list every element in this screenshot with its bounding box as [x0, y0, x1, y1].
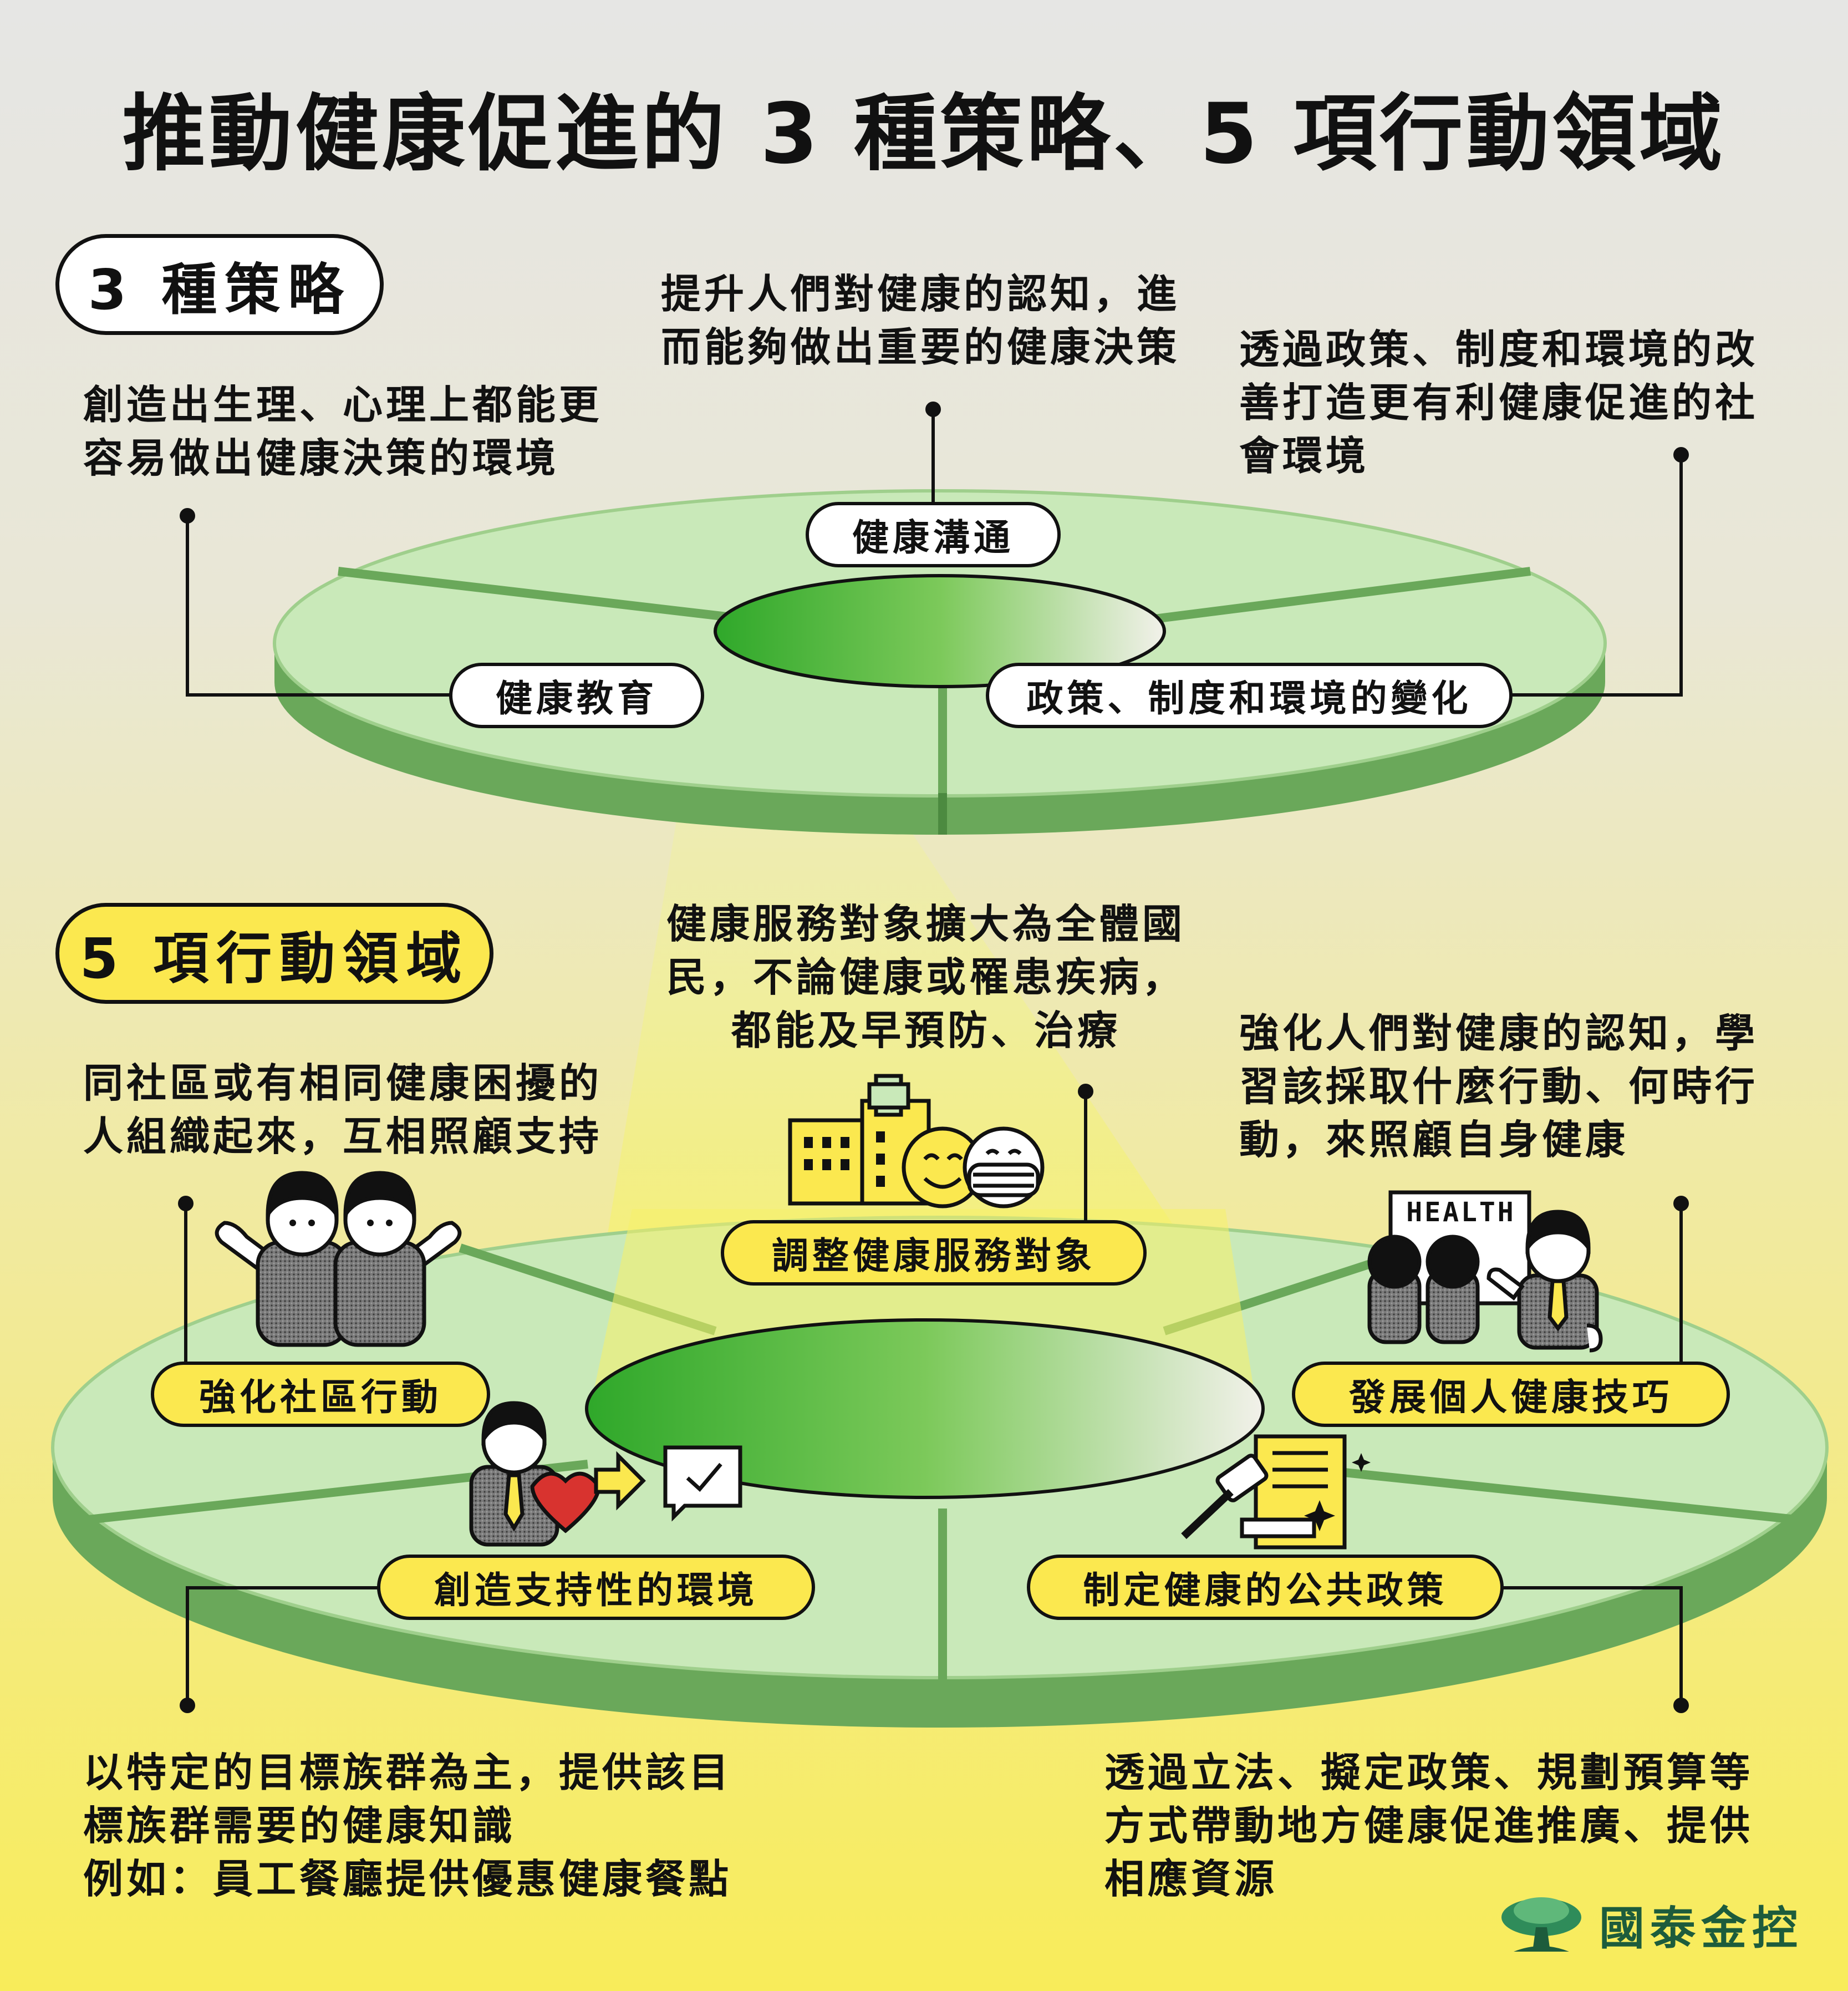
- action-areas-heading: 5 項行動領域: [55, 903, 493, 1004]
- action-label-environment: 創造支持性的環境: [377, 1555, 815, 1620]
- arrow-right-icon: [594, 1451, 646, 1511]
- page-title: 推動健康促進的 3 種策略、5 項行動領域: [122, 86, 1726, 182]
- gavel-icon: [1181, 1454, 1316, 1540]
- desc-line: 創造出生理、心理上都能更: [83, 382, 603, 428]
- strategy-communication-desc: 提升人們對健康的認知，進 而能夠做出重要的健康決策: [661, 267, 1180, 374]
- action-label-services: 調整健康服務對象: [721, 1220, 1147, 1286]
- action-community-desc: 同社區或有相同健康困擾的 人組織起來，互相照顧支持: [83, 1057, 602, 1163]
- desc-line: 相應資源: [1104, 1856, 1278, 1902]
- desc-line: 人組織起來，互相照顧支持: [83, 1113, 603, 1160]
- desc-line: 強化人們對健康的認知，學: [1239, 1010, 1759, 1057]
- desc-line: 透過政策、制度和環境的改: [1239, 326, 1759, 373]
- strategy-label-communication: 健康溝通: [806, 502, 1061, 567]
- desc-line: 容易做出健康決策的環境: [83, 435, 559, 481]
- desc-line: 例如：員工餐廳提供優惠健康餐點: [83, 1856, 732, 1902]
- strategy-connectors: [180, 402, 1689, 697]
- action-label-community: 強化社區行動: [151, 1362, 490, 1427]
- desc-line: 都能及早預防、治療: [731, 1007, 1121, 1054]
- health-sign-text: HEALTH: [1406, 1197, 1516, 1228]
- brand-logo: 國泰金控: [1497, 1891, 1803, 1957]
- desc-line: 動，來照顧自身健康: [1239, 1116, 1629, 1163]
- action-label-policy: 制定健康的公共政策: [1027, 1555, 1504, 1620]
- desc-line: 而能夠做出重要的健康決策: [661, 324, 1180, 370]
- people-group-icon: [215, 1171, 462, 1347]
- smiley-face-icon: [902, 1126, 984, 1208]
- masked-face-icon: [963, 1126, 1045, 1208]
- desc-line: 善打造更有利健康促進的社: [1239, 379, 1759, 426]
- strategy-disc: [273, 489, 1607, 835]
- strategy-education-desc: 創造出生理、心理上都能更 容易做出健康決策的環境: [83, 378, 602, 485]
- presenter-icon: [1367, 1190, 1603, 1353]
- desc-line: 民，不論健康或罹患疾病，: [666, 954, 1185, 1000]
- desc-line: 標族群需要的健康知識: [83, 1802, 516, 1849]
- desc-line: 以特定的目標族群為主，提供該目: [83, 1749, 732, 1796]
- desc-line: 健康服務對象擴大為全體國: [666, 901, 1185, 947]
- person-with-heart-icon: [469, 1401, 601, 1547]
- strategy-label-policy: 政策、制度和環境的變化: [986, 663, 1513, 728]
- strategy-policy-desc: 透過政策、制度和環境的改 善打造更有利健康促進的社 會環境: [1239, 323, 1758, 482]
- checkbox-icon: [663, 1445, 742, 1522]
- action-skills-desc: 強化人們對健康的認知，學 習該採取什麼行動、何時行 動，來照顧自身健康: [1239, 1007, 1758, 1166]
- desc-line: 習該採取什麼行動、何時行: [1239, 1063, 1759, 1110]
- action-services-desc: 健康服務對象擴大為全體國 民，不論健康或罹患疾病， 都能及早預防、治療: [660, 897, 1192, 1057]
- strategies-heading: 3 種策略: [55, 234, 384, 335]
- strategy-label-education: 健康教育: [449, 663, 704, 728]
- action-label-skills: 發展個人健康技巧: [1292, 1362, 1730, 1427]
- desc-line: 透過立法、擬定政策、規劃預算等: [1104, 1749, 1754, 1796]
- action-environment-desc: 以特定的目標族群為主，提供該目 標族群需要的健康知識 例如：員工餐廳提供優惠健康…: [83, 1746, 732, 1906]
- sparkle-icon: [1304, 1453, 1371, 1531]
- action-policy-desc: 透過立法、擬定政策、規劃預算等 方式帶動地方健康促進推廣、提供 相應資源: [1104, 1746, 1753, 1906]
- tree-logo-icon: [1501, 1897, 1581, 1952]
- desc-line: 會環境: [1239, 433, 1370, 479]
- action-connectors: [178, 1084, 1689, 1713]
- desc-line: 方式帶動地方健康促進推廣、提供: [1104, 1802, 1754, 1849]
- brand-name: 國泰金控: [1599, 1902, 1804, 1955]
- desc-line: 同社區或有相同健康困擾的: [83, 1060, 603, 1106]
- desc-line: 提升人們對健康的認知，進: [661, 271, 1180, 317]
